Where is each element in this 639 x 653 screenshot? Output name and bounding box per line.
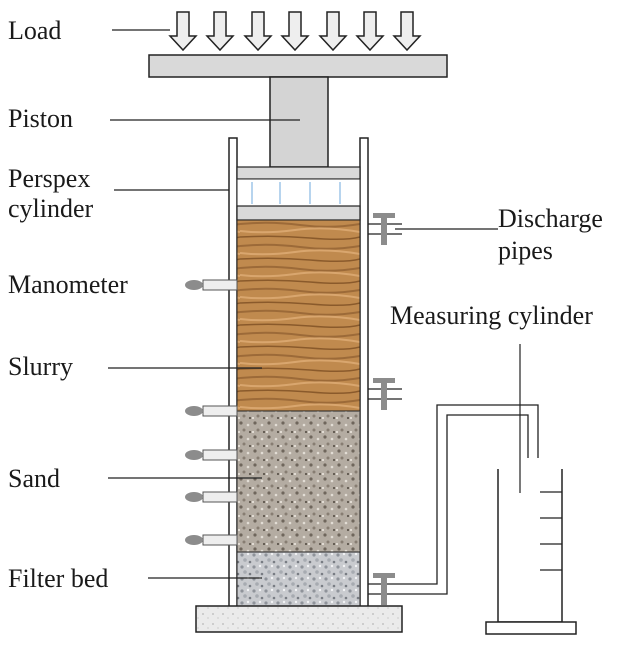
- load-arrow-icon: [355, 11, 385, 52]
- label-load: Load: [8, 16, 62, 45]
- manometer-gauge-icon: [185, 450, 203, 460]
- manometer-gauge-icon: [185, 492, 203, 502]
- discharge-valve-icon: [368, 213, 402, 245]
- discharge-valve-icon: [368, 573, 402, 605]
- discharge-valve-icon: [368, 378, 402, 410]
- label-discharge: Discharge: [498, 204, 603, 233]
- leader-lines: [108, 29, 521, 579]
- measuring-cylinder-base: [485, 621, 577, 635]
- label-perspex: Perspex: [8, 164, 91, 193]
- manometer-port: [185, 491, 238, 503]
- sand-layer: [236, 410, 361, 553]
- filter-bed-layer: [236, 551, 361, 609]
- load-arrow-icon: [205, 11, 235, 52]
- label-measuring-cylinder: Measuring cylinder: [390, 301, 593, 330]
- label-filter-bed: Filter bed: [8, 564, 109, 593]
- manometer-port: [185, 279, 238, 291]
- porous-water-gap: [236, 178, 361, 207]
- label-piston: Piston: [8, 104, 74, 133]
- cylinder-right-wall: [359, 137, 369, 609]
- label-slurry: Slurry: [8, 352, 73, 381]
- label-manometer: Manometer: [8, 270, 128, 299]
- load-arrow-icon: [168, 11, 198, 52]
- water-lines: [251, 182, 341, 204]
- load-arrow-icon: [392, 11, 422, 52]
- label-sand: Sand: [8, 464, 60, 493]
- manometer-port: [185, 449, 238, 461]
- load-arrow-icon: [243, 11, 273, 52]
- piston-rod: [269, 76, 329, 168]
- piston-bottom-plate: [236, 205, 361, 221]
- load-arrow-icon: [280, 11, 310, 52]
- load-plate: [148, 54, 448, 78]
- discharge-pipes: [368, 213, 402, 605]
- base-block: [195, 605, 403, 633]
- drain-tube-inner: [402, 414, 529, 595]
- manometer-gauge-icon: [185, 535, 203, 545]
- load-arrow-icon: [318, 11, 348, 52]
- piston-top-plate: [236, 166, 361, 180]
- manometer-port: [185, 405, 238, 417]
- manometer-gauge-icon: [185, 280, 203, 290]
- manometer-gauge-icon: [185, 406, 203, 416]
- manometer-port: [185, 534, 238, 546]
- measuring-cylinder: [485, 469, 577, 635]
- label-perspex-cylinder: cylinder: [8, 194, 94, 223]
- label-discharge-pipes: pipes: [498, 236, 553, 265]
- manometers: [185, 279, 238, 546]
- load-arrows: [168, 11, 422, 52]
- slurry-layer: [236, 219, 361, 412]
- drain-tube-outer: [402, 404, 539, 585]
